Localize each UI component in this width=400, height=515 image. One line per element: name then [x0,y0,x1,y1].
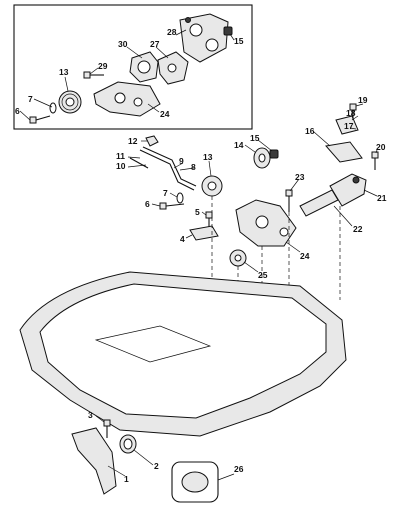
grommet-26 [171,461,219,503]
inset-gear-13 [58,90,82,114]
callout-22: 22 [353,224,363,234]
inset-nut-15 [223,26,233,36]
plate-4 [189,225,219,241]
callout-4: 4 [180,234,185,244]
callout-12: 12 [128,136,138,146]
callout-14: 14 [234,140,244,150]
callout-24: 24 [300,251,310,261]
callout-17: 17 [344,121,354,131]
callout-11: 11 [116,151,125,161]
callout-21: 21 [377,193,387,203]
callout-26: 26 [234,464,244,474]
inset-washer-7 [49,102,57,114]
callout-5: 5 [195,207,200,217]
clip-9-10-11 [129,157,149,169]
screw-20 [371,151,379,170]
inset-guide-27 [157,51,189,85]
lower-cowl [19,271,347,437]
screw-3 [103,419,111,438]
callout-23: 23 [295,172,305,182]
callout-13: 13 [203,152,213,162]
washer-12 [145,135,159,147]
shift-lever-13 [201,175,223,197]
callout-2: 2 [154,461,159,471]
bolt-6 [159,202,185,210]
screw-5 [205,211,213,228]
callout-24-inset: 24 [160,109,170,119]
plate-17-18 [335,115,359,135]
seal-2 [119,434,137,454]
nut-15 [269,149,279,159]
callout-20: 20 [376,142,386,152]
callout-13-inset: 13 [59,67,69,77]
callout-labels: 6 7 13 29 30 27 28 15 24 12 11 10 9 8 13… [15,27,387,484]
callout-16: 16 [305,126,315,136]
callout-8: 8 [191,162,196,172]
callout-15-inset: 15 [234,36,244,46]
callout-1: 1 [124,474,129,484]
callout-10: 10 [116,161,126,171]
callout-29: 29 [98,61,108,71]
cable-22 [299,189,339,217]
callout-7-inset: 7 [28,94,33,104]
leader-lines [19,29,378,481]
callout-27: 27 [150,39,160,49]
washer-7 [176,192,184,204]
inset-bolt-6 [29,115,51,124]
throttle-body-21 [329,173,367,207]
callout-9: 9 [179,156,184,166]
callout-18: 18 [346,108,356,118]
bracket-24 [235,199,297,247]
knob-25 [229,249,247,267]
inset-bracket-28 [179,13,229,63]
bushing-14 [253,147,271,169]
inset-cam-30 [129,51,159,83]
callout-25: 25 [258,270,268,280]
screw-19 [349,103,357,120]
callout-15: 15 [250,133,260,143]
shift-rod-8 [139,146,197,191]
inset-bracket-24 [93,81,161,117]
shift-handle-1 [71,427,117,495]
callout-3: 3 [88,410,93,420]
callout-30: 30 [118,39,128,49]
callout-6: 6 [145,199,150,209]
screw-23 [285,189,293,212]
inset-frame [13,4,253,130]
inset-screw-29 [83,71,104,79]
callout-19: 19 [358,95,368,105]
callout-6-inset: 6 [15,106,20,116]
callout-28: 28 [167,27,177,37]
plate-16 [325,141,363,163]
callout-7: 7 [163,188,168,198]
